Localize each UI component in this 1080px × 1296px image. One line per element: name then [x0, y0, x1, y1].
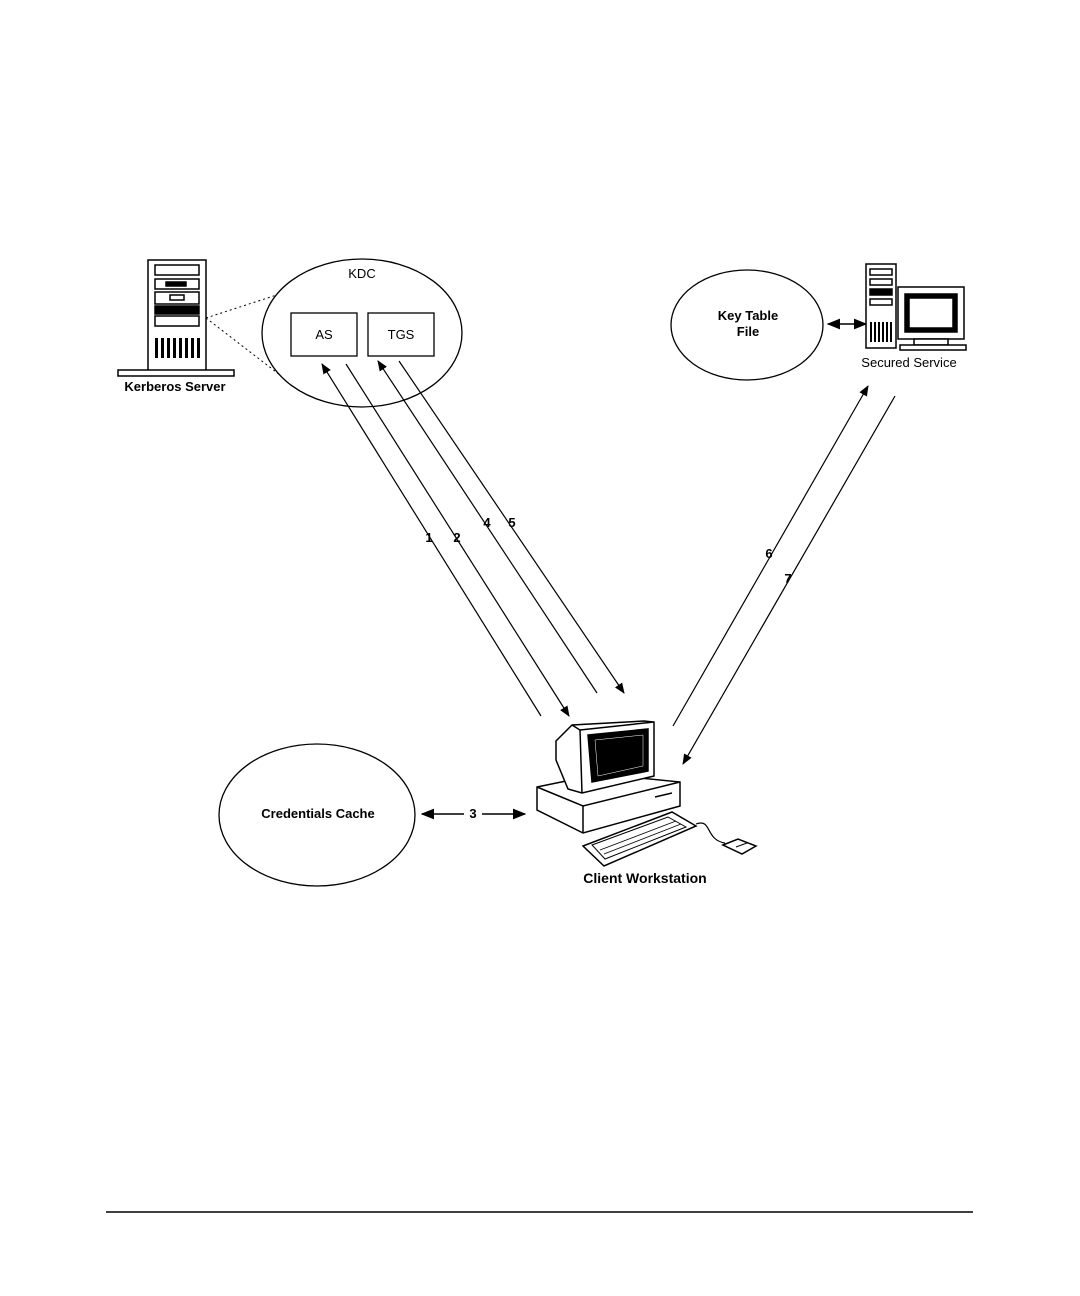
kerberos-server-icon: [118, 260, 234, 376]
step-7-label: 7: [784, 571, 791, 586]
as-label: AS: [315, 327, 333, 342]
client-workstation-label: Client Workstation: [583, 870, 706, 886]
tgs-label: TGS: [388, 327, 415, 342]
step-4-label: 4: [483, 515, 491, 530]
secured-service-label: Secured Service: [861, 355, 956, 370]
step-6-label: 6: [765, 546, 772, 561]
kerberos-server-label: Kerberos Server: [124, 379, 225, 394]
step-5-label: 5: [508, 515, 515, 530]
client-workstation-icon: [537, 721, 756, 866]
step-2-label: 2: [453, 530, 460, 545]
step-3-label: 3: [469, 806, 476, 821]
secured-service-icon: [866, 264, 966, 350]
key-table-label-line2: File: [737, 324, 759, 339]
kdc-label: KDC: [348, 266, 375, 281]
step-1-label: 1: [425, 530, 432, 545]
key-table-label-line1: Key Table: [718, 308, 778, 323]
credentials-cache-label: Credentials Cache: [261, 806, 374, 821]
